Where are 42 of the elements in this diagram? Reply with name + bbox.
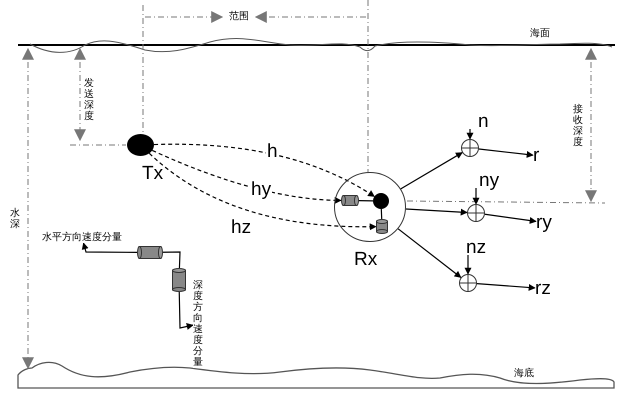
- edge-label: hy: [250, 180, 272, 199]
- label: 水平方向速度分量: [42, 232, 122, 243]
- label: 海面: [530, 28, 550, 39]
- sensor-cylinder: [137, 246, 163, 259]
- arrow: [178, 292, 194, 330]
- arrow: [484, 214, 537, 224]
- summing-junction: [461, 139, 479, 157]
- receiver-circle: [334, 172, 406, 242]
- arrow: [400, 152, 463, 190]
- transmitter-dot: [127, 134, 154, 156]
- sensor-cylinder: [376, 219, 388, 234]
- label: 海底: [514, 368, 534, 379]
- summing-junction: [467, 204, 485, 222]
- vertical-label: 发送深度: [84, 78, 94, 122]
- arrow: [148, 152, 377, 230]
- arrow: [466, 129, 474, 140]
- vertical-label: 深度方向速度分量: [193, 280, 203, 368]
- summing-junction: [459, 274, 477, 292]
- sensor-cylinder: [341, 195, 359, 206]
- arrow: [398, 228, 462, 278]
- sensor-cylinder: [172, 268, 186, 292]
- signal-label: r: [533, 146, 540, 165]
- node-caption: Tx: [142, 164, 164, 183]
- arrow: [82, 242, 137, 253]
- node-caption: Rx: [354, 250, 378, 269]
- signal-label: ry: [536, 213, 552, 232]
- sensor-dot: [373, 193, 389, 209]
- vertical-label: 水深: [10, 208, 20, 230]
- arrow: [472, 188, 480, 205]
- signal-label: ny: [479, 171, 500, 190]
- signal-label: n: [478, 112, 489, 131]
- arrow: [478, 148, 534, 158]
- arrow: [154, 144, 375, 198]
- arrow: [162, 251, 181, 268]
- arrow: [464, 255, 472, 275]
- signal-label: rz: [535, 279, 551, 298]
- vertical-label: 接收深度: [573, 104, 583, 148]
- signal-label: nz: [466, 238, 486, 257]
- arrow: [152, 150, 342, 204]
- arrow: [406, 208, 468, 216]
- arrow: [476, 283, 536, 291]
- label: 范围: [229, 11, 249, 22]
